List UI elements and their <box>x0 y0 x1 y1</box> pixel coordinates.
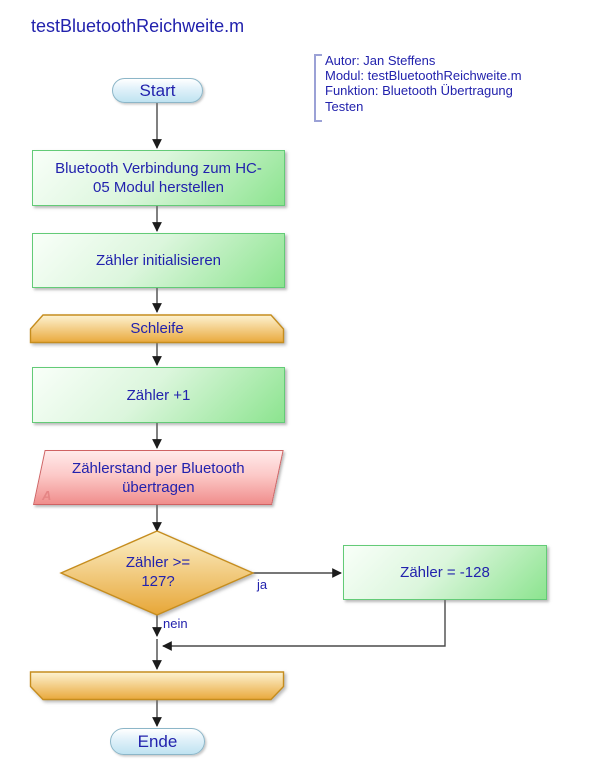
annotation-line-function2: Testen <box>325 98 364 114</box>
node-transmit-label: Zählerstand per Bluetooth übertragen <box>72 459 245 496</box>
node-init-label: Zähler initialisieren <box>95 252 222 269</box>
annotation-note: Autor: Jan Steffens Modul: testBluetooth… <box>314 53 554 122</box>
connector-reset-return <box>162 600 446 651</box>
node-end-terminator: Ende <box>110 728 205 755</box>
node-decision: Zähler >= 127? <box>58 529 256 617</box>
node-io-transmit: Zählerstand per Bluetooth übertragen A <box>33 450 284 505</box>
annotation-line-module: Modul: testBluetoothReichweite.m <box>325 68 522 84</box>
loop-end-shape <box>29 671 285 701</box>
node-connect-label: Bluetooth Verbindung zum HC- 05 Modul he… <box>55 160 262 196</box>
annotation-line-function: Funktion: Bluetooth Übertragung <box>325 83 513 99</box>
annotation-line-author: Autor: Jan Steffens <box>325 53 436 68</box>
branch-label-nein: nein <box>163 616 188 631</box>
loop-begin-shape <box>29 314 285 344</box>
node-process-reset: Zähler = -128 <box>343 545 547 600</box>
node-process-init: Zähler initialisieren <box>32 233 285 288</box>
page-title: testBluetoothReichweite.m <box>31 16 245 36</box>
annotation-bracket <box>314 54 322 122</box>
node-end-label: Ende <box>137 732 178 751</box>
node-start-terminator: Start <box>112 78 203 103</box>
node-start-label: Start <box>139 81 176 100</box>
node-loop-end <box>29 671 285 701</box>
annotation-text: Autor: Jan Steffens Modul: testBluetooth… <box>325 53 554 114</box>
decision-diamond-shape <box>59 530 255 616</box>
node-loop-begin: Schleife <box>29 314 285 344</box>
io-corner-label: A <box>42 488 52 503</box>
branch-label-ja: ja <box>257 577 268 592</box>
node-loop-begin-label: Schleife <box>130 319 184 337</box>
node-reset-label: Zähler = -128 <box>400 564 490 581</box>
node-loop-end-label <box>29 671 285 699</box>
node-increment-label: Zähler +1 <box>126 386 191 404</box>
node-decision-label: Zähler >= 127? <box>125 554 191 590</box>
node-process-increment: Zähler +1 <box>32 367 285 423</box>
node-process-connect: Bluetooth Verbindung zum HC- 05 Modul he… <box>32 150 285 206</box>
